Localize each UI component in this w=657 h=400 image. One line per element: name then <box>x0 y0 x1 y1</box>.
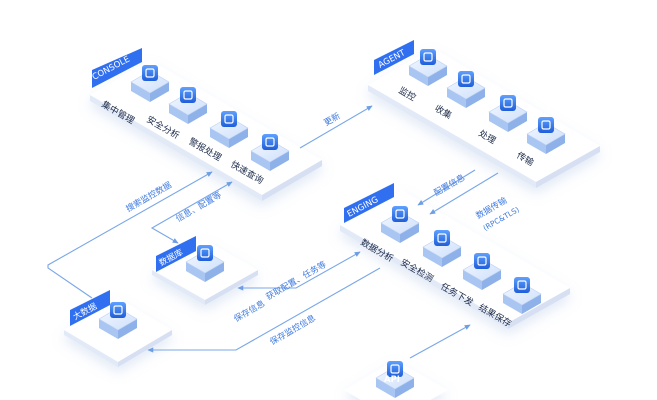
save-icon <box>502 277 542 314</box>
shield-icon <box>422 230 462 267</box>
engine-platform <box>340 190 570 329</box>
gear-icon <box>130 65 170 102</box>
search-icon <box>250 134 290 171</box>
collect-icon <box>446 71 486 108</box>
connectors <box>47 105 499 359</box>
line-get-config <box>237 251 361 291</box>
flow-get-config-label: 获取配置、任务等 <box>264 259 329 303</box>
process-icon <box>488 95 528 132</box>
flow-search-monitor-label: 搜索监控数据 <box>124 179 174 214</box>
task-icon <box>462 253 502 290</box>
line-update <box>299 105 373 149</box>
line-info-config <box>150 181 233 244</box>
line-save-monitor <box>147 267 381 353</box>
flow-update-label: 更新 <box>322 110 343 128</box>
database-icon <box>185 245 225 282</box>
api-label: API <box>384 375 400 385</box>
alert-icon <box>209 111 249 148</box>
bigdata-icon <box>98 302 138 339</box>
chart-icon <box>168 87 208 124</box>
line-search-monitor <box>47 171 213 299</box>
monitor-icon <box>408 49 448 86</box>
flow-info-config-label: 信息、配置等 <box>174 189 224 224</box>
agent-platform <box>368 48 600 188</box>
line-data-transfer <box>429 172 499 215</box>
transfer-icon <box>526 117 566 154</box>
console-platform <box>90 60 322 201</box>
flow-save-info-label: 保存信息 <box>232 298 267 325</box>
line-config-info <box>417 169 476 206</box>
api-icon <box>375 361 415 398</box>
analysis-icon <box>380 206 420 243</box>
line-api <box>409 324 471 359</box>
